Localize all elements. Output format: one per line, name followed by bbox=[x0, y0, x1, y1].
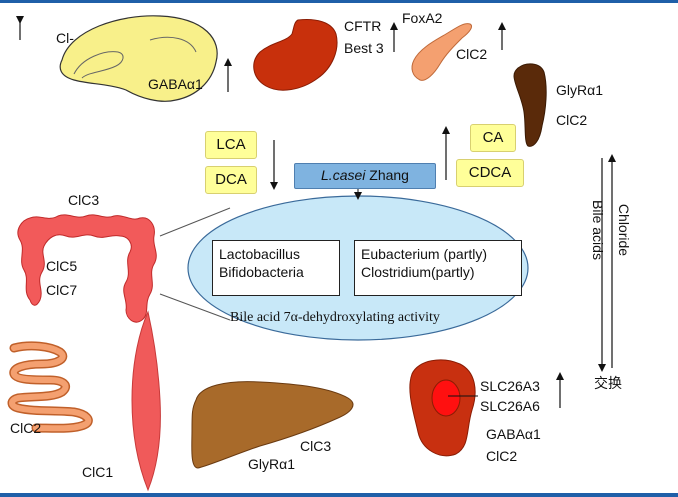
pancreas-icon bbox=[411, 23, 473, 81]
clc2-right-label: ClC2 bbox=[556, 112, 588, 128]
kidney-icon bbox=[409, 359, 476, 457]
lcasei-rest-text: Zhang bbox=[365, 167, 409, 183]
clostridium-label: Clostridium(partly) bbox=[361, 264, 475, 280]
clc3-liver-label: ClC3 bbox=[300, 438, 332, 454]
lactobacillus-label: Lactobacillus bbox=[219, 246, 300, 262]
cftr-label: CFTR bbox=[344, 18, 382, 34]
colon-connector-top bbox=[159, 207, 231, 237]
small-intestine-icon bbox=[7, 341, 93, 433]
muscle-icon bbox=[131, 310, 161, 492]
ca-box: CA bbox=[470, 124, 516, 152]
lca-box: LCA bbox=[205, 131, 257, 159]
dca-box: DCA bbox=[205, 166, 257, 194]
gaba-a1-top-label: GABAα1 bbox=[148, 76, 203, 92]
clc7-label: ClC7 bbox=[46, 282, 78, 298]
colon-connector-bottom bbox=[159, 293, 231, 321]
bifidobacteria-label: Bifidobacteria bbox=[219, 264, 304, 280]
top-border bbox=[0, 0, 678, 3]
colon-icon bbox=[17, 214, 157, 323]
best3-label: Best 3 bbox=[344, 40, 384, 56]
cl-minus-label: Cl- bbox=[56, 30, 74, 46]
lcasei-italic-text: L.casei bbox=[321, 167, 366, 183]
lcasei-zhang-box: L.casei Zhang bbox=[294, 163, 436, 189]
foxa2-label: FoxA2 bbox=[402, 10, 443, 26]
glyr-a1-liver-label: GlyRα1 bbox=[248, 456, 295, 472]
clc5-label: ClC5 bbox=[46, 258, 78, 274]
glyr-a1-right-label: GlyRα1 bbox=[556, 82, 603, 98]
chloride-vertical-label: Chloride bbox=[616, 203, 632, 257]
liver-icon bbox=[191, 381, 354, 469]
bile-acid-activity-label: Bile acid 7α-dehydroxylating activity bbox=[230, 310, 440, 325]
slc26a6-label: SLC26A6 bbox=[480, 398, 540, 414]
probiotic-increase-box: Lactobacillus Bifidobacteria bbox=[212, 240, 340, 296]
clc2-kidney-label: ClC2 bbox=[486, 448, 518, 464]
exchange-label: 交换 bbox=[594, 376, 622, 392]
clc3-colon-label: ClC3 bbox=[68, 192, 100, 208]
cdca-box: CDCA bbox=[456, 159, 524, 187]
slc26a3-label: SLC26A3 bbox=[480, 378, 540, 394]
stomach-icon bbox=[253, 19, 338, 91]
bottom-border bbox=[0, 493, 678, 497]
gaba-a1-kidney-label: GABAα1 bbox=[486, 426, 541, 442]
gallbladder-icon bbox=[513, 63, 547, 147]
clc2-pancreas-label: ClC2 bbox=[456, 46, 488, 62]
clc1-label: ClC1 bbox=[82, 464, 114, 480]
clc2-intestine-label: ClC2 bbox=[10, 420, 42, 436]
bacteria-decrease-box: Eubacterium (partly) Clostridium(partly) bbox=[354, 240, 522, 296]
brain-icon bbox=[59, 15, 218, 102]
bile-acids-vertical-label: Bile acids bbox=[590, 200, 606, 260]
eubacterium-label: Eubacterium (partly) bbox=[361, 246, 488, 262]
